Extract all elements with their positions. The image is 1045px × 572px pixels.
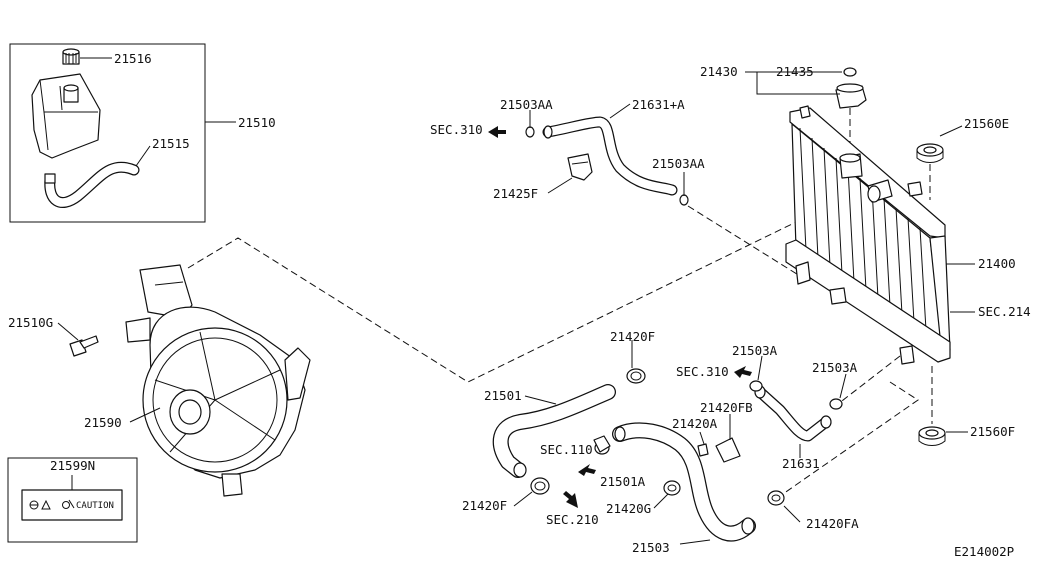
clamp-21420F-upper [626,368,646,384]
fitting-21420FB [715,437,741,463]
radiator-21400 [785,105,951,365]
upper-hose-21631A [525,116,689,206]
clamp-21503A-right [829,398,843,410]
hose-21503 [612,422,756,542]
hose-21501 [492,384,616,478]
label-21430: 21430 [700,64,738,79]
clamp-21501A [593,435,611,455]
label-21631: 21631 [782,456,820,471]
label-21420A: 21420A [672,416,718,431]
caution-label-icon [29,499,75,510]
cap-seal-21435 [843,67,857,77]
label-21510G: 21510G [8,315,53,330]
clamp-21420G [663,480,681,496]
label-21503AA-2: 21503AA [652,156,705,171]
arrow-left-icon-2 [578,464,596,476]
label-21560F: 21560F [970,424,1015,439]
label-21425F: 21425F [493,186,538,201]
reservoir-cap-21516 [62,48,80,65]
arrow-left-icon [488,126,506,138]
label-21503: 21503 [632,540,670,555]
sec-310-mid[interactable]: SEC.310 [676,364,729,379]
label-21420G: 21420G [606,501,651,516]
clamp-21503A-left [749,380,763,392]
label-21435: 21435 [776,64,814,79]
label-21599N: 21599N [50,458,95,473]
mount-21560F [918,426,946,446]
radiator-cap-21430 [835,83,867,109]
label-21516: 21516 [114,51,152,66]
sec-110[interactable]: SEC.110 [540,442,593,457]
sec-310-top[interactable]: SEC.310 [430,122,483,137]
bolt-21510G [69,335,99,357]
clamp-21420FA [767,490,785,506]
reservoir-tank [31,73,101,159]
label-21503AA-1: 21503AA [500,97,553,112]
clamp-21420A [697,443,709,457]
sec-214[interactable]: SEC.214 [978,304,1031,319]
hose-21631 [754,385,832,442]
caution-label-text: CAUTION [76,501,114,511]
label-21420F-2: 21420F [462,498,507,513]
mount-21560E [916,143,944,163]
label-21501A: 21501A [600,474,646,489]
reservoir-box [9,43,206,223]
reservoir-group [9,43,236,223]
arrow-left-icon-3 [734,366,752,378]
label-21420FA: 21420FA [806,516,859,531]
label-21503A-2: 21503A [812,360,858,375]
label-21510: 21510 [238,115,276,130]
fan-assembly-21590 [125,264,311,497]
clamp-21420F-lower [530,477,550,495]
arrow-right-icon [563,491,578,508]
label-21420F-1: 21420F [610,329,655,344]
sec-210[interactable]: SEC.210 [546,512,599,527]
caution-label-box: CAUTION [7,457,138,543]
label-21560E: 21560E [964,116,1009,131]
label-21503A-1: 21503A [732,343,778,358]
label-21515: 21515 [152,136,190,151]
label-21420FB: 21420FB [700,400,753,415]
label-21590: 21590 [84,415,122,430]
diagram-code: E214002P [954,544,1014,559]
label-21631A: 21631+A [632,97,685,112]
label-21400: 21400 [978,256,1016,271]
label-21501: 21501 [484,388,522,403]
